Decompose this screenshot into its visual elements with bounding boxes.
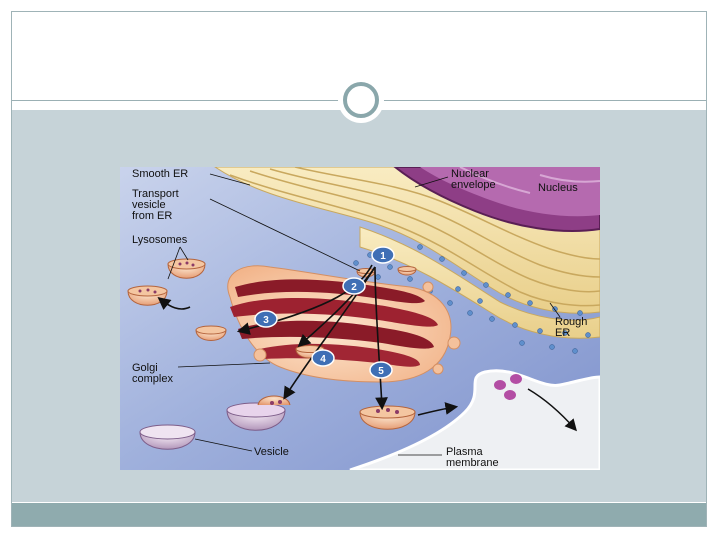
- footer-bar: [12, 503, 706, 526]
- diagram-canvas: 1 2 3 4 5 Smooth ER Transport vesicle fr…: [120, 167, 600, 470]
- leader-lines: [167, 173, 561, 456]
- vesicle: [139, 424, 196, 450]
- svg-text:4: 4: [320, 354, 326, 365]
- svg-text:3: 3: [263, 315, 269, 326]
- secretory-vesicle: [359, 405, 416, 430]
- lysosome-2: [127, 285, 168, 306]
- svg-text:2: 2: [351, 282, 357, 293]
- golgi-diagram: 1 2 3 4 5 Smooth ER Transport vesicle fr…: [120, 167, 600, 470]
- label-smooth-er: Smooth ER: [132, 168, 188, 180]
- step-badge-3: 3: [254, 310, 278, 328]
- label-transport-vesicle-line2: vesicle: [132, 199, 166, 211]
- step-badge-2: 2: [342, 277, 366, 295]
- svg-text:1: 1: [380, 251, 386, 262]
- label-nuclear-envelope-line2: envelope: [451, 179, 496, 191]
- label-nuclear-envelope-line1: Nuclear: [451, 168, 489, 180]
- label-plasma-membrane-line2: membrane: [446, 457, 499, 469]
- lysosome-3: [195, 325, 227, 341]
- label-rough-er-line2: ER: [555, 327, 570, 339]
- golgi-complex: [227, 265, 461, 383]
- circle-ornament-icon: [338, 77, 384, 123]
- label-rough-er-line1: Rough: [555, 316, 587, 328]
- ornament-ring: [343, 82, 379, 118]
- label-plasma-membrane-line1: Plasma: [446, 446, 484, 458]
- label-lysosomes: Lysosomes: [132, 234, 188, 246]
- label-golgi-line1: Golgi: [132, 362, 158, 374]
- step-badge-5: 5: [369, 361, 393, 379]
- label-nucleus: Nucleus: [538, 182, 578, 194]
- label-vesicle: Vesicle: [254, 446, 289, 458]
- lysosome-1: [167, 258, 206, 279]
- plasma-membrane: [349, 369, 600, 470]
- nucleus: [393, 167, 600, 232]
- label-transport-vesicle-line3: from ER: [132, 210, 172, 222]
- label-transport-vesicle-line1: Transport: [132, 188, 179, 200]
- vesicle-fusing-golgi: [226, 395, 291, 431]
- step-badge-1: 1: [371, 246, 395, 264]
- step-badge-4: 4: [311, 349, 335, 367]
- label-golgi-line2: complex: [132, 373, 173, 385]
- svg-text:5: 5: [378, 366, 384, 377]
